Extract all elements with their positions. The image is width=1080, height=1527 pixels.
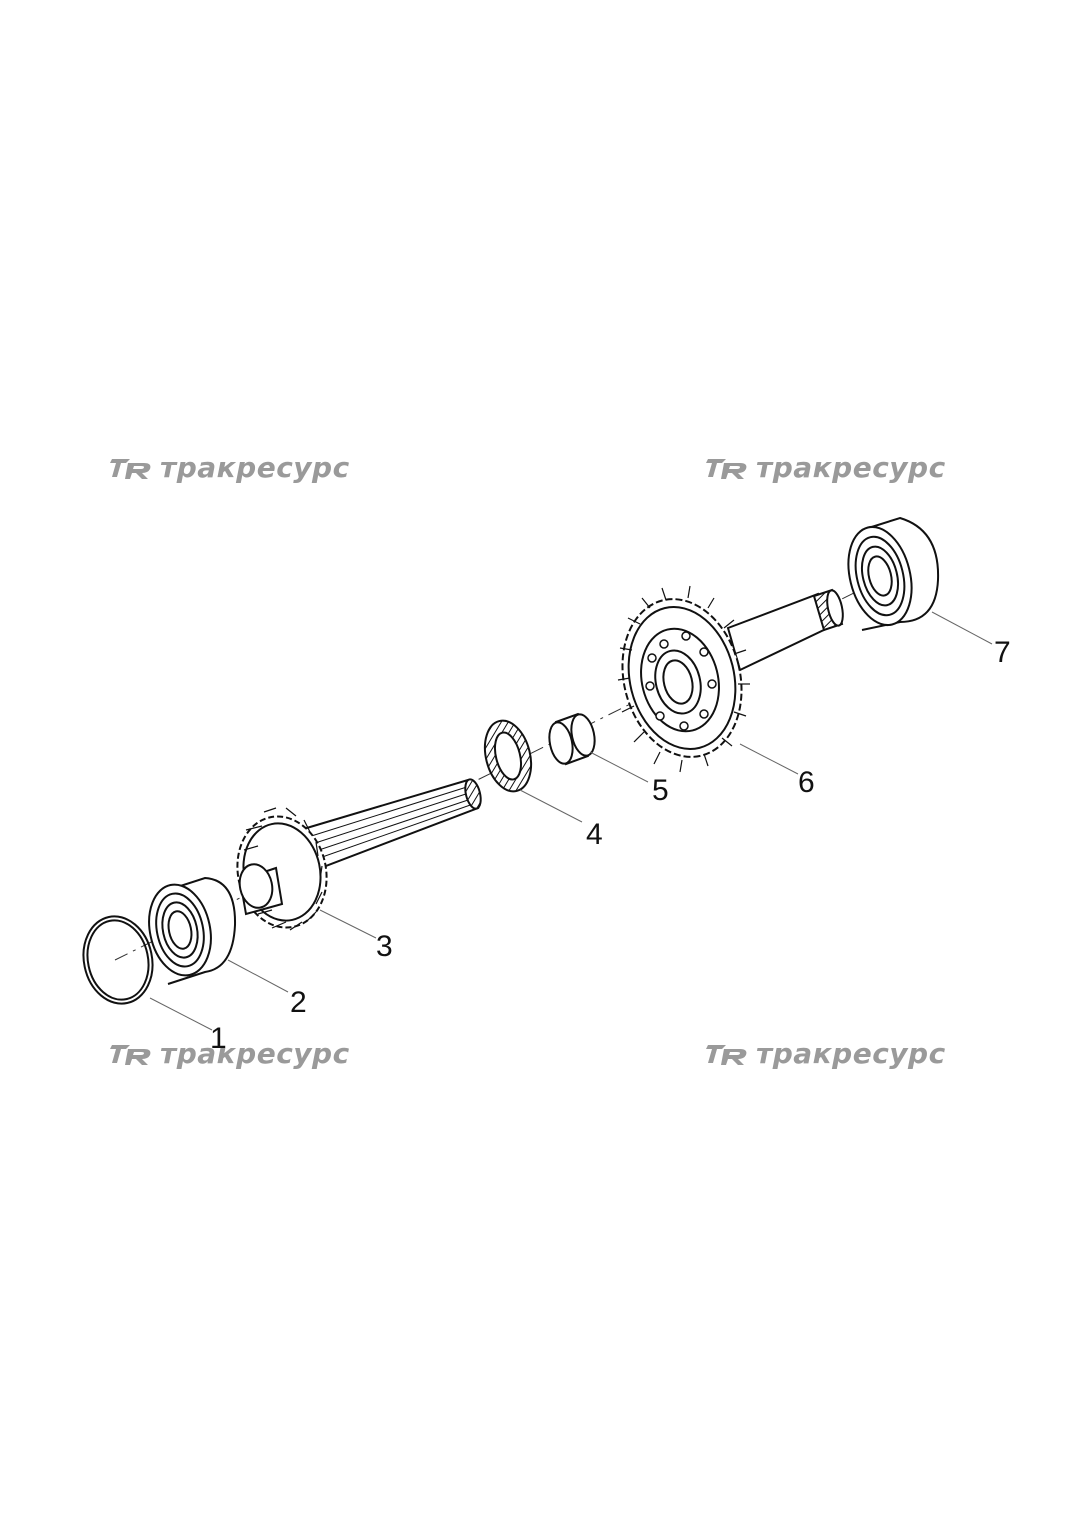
part-label-6: 6 — [798, 766, 815, 799]
watermark-text: тракресурс — [756, 1037, 946, 1070]
watermark-bottom-left: тракресурс — [108, 1037, 350, 1070]
watermark-text: тракресурс — [160, 1037, 350, 1070]
part-label-4: 4 — [586, 818, 603, 851]
leader-line-1 — [149, 997, 213, 1031]
part-label-5: 5 — [652, 774, 669, 807]
leader-line-4 — [519, 789, 583, 823]
trackresurs-logo-icon — [110, 1044, 151, 1065]
part-6-gear — [617, 585, 844, 773]
trackresurs-logo-icon — [706, 458, 747, 479]
part-5-bushing — [548, 712, 596, 766]
leader-lines — [149, 611, 993, 1031]
part-label-7: 7 — [994, 636, 1011, 669]
leader-line-5 — [589, 751, 649, 783]
part-label-1: 1 — [210, 1022, 227, 1055]
watermark-text: тракресурс — [756, 451, 946, 484]
part-label-3: 3 — [376, 930, 393, 963]
watermark-top-right: тракресурс — [704, 451, 946, 484]
part-label-2: 2 — [290, 986, 307, 1019]
trackresurs-logo-icon — [706, 1044, 747, 1065]
trackresurs-logo-icon — [110, 458, 151, 479]
part-1-o-ring — [82, 915, 154, 1005]
leader-line-3 — [319, 909, 377, 939]
leader-line-6 — [739, 743, 799, 775]
watermark-text: тракресурс — [160, 451, 350, 484]
part-4-thrust-washer — [483, 719, 533, 793]
part-7-ball-bearing — [847, 516, 940, 631]
leader-line-2 — [227, 959, 289, 993]
watermark-top-left: тракресурс — [108, 451, 350, 484]
part-2-ball-bearing — [148, 876, 237, 985]
part-3-input-shaft — [236, 778, 482, 931]
watermark-bottom-right: тракресурс — [704, 1037, 946, 1070]
leader-line-7 — [931, 611, 993, 645]
